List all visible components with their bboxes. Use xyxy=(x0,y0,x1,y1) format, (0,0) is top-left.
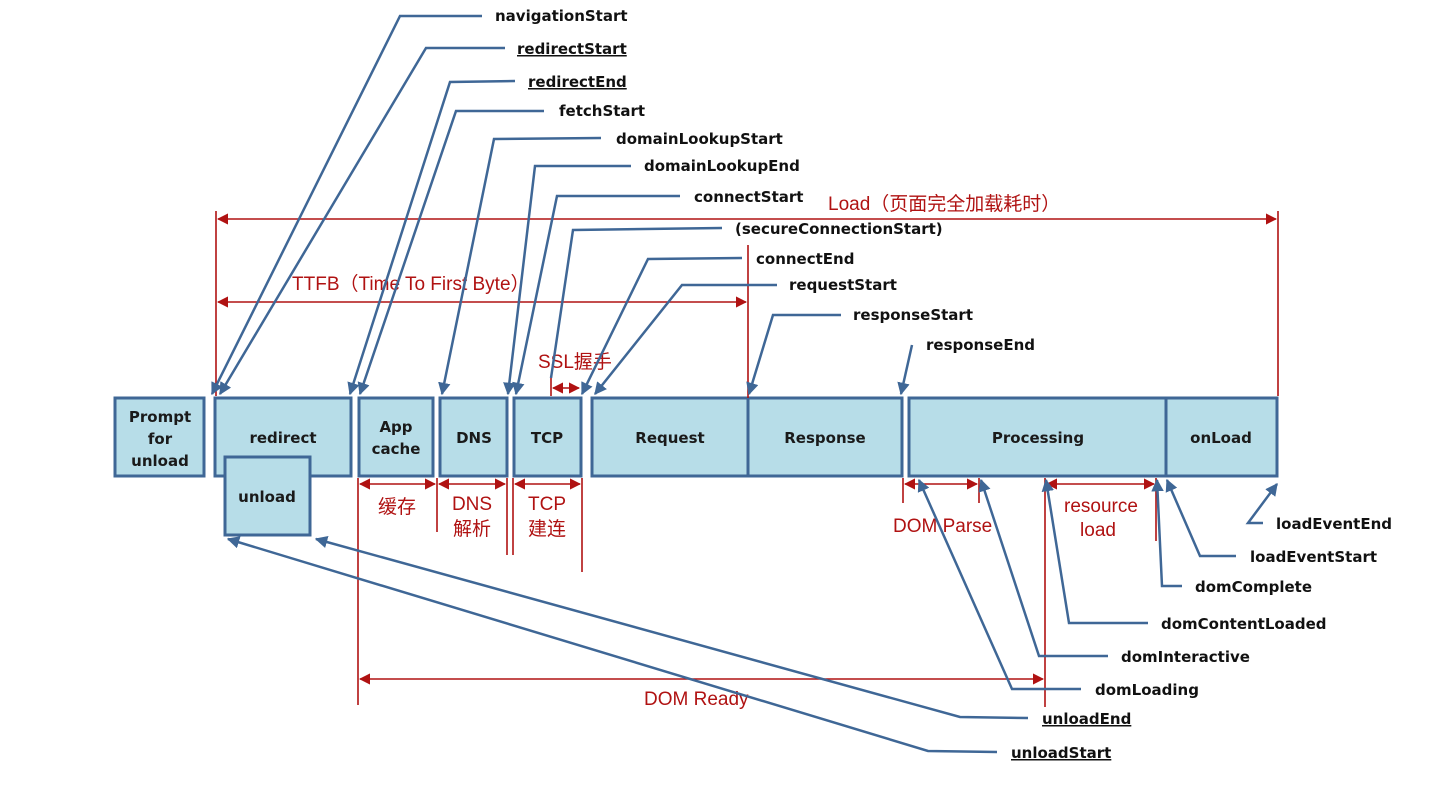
leader-connectStart xyxy=(512,194,680,396)
event-requestStart: requestStart xyxy=(789,276,897,294)
leader-responseStart xyxy=(746,313,841,396)
phase-label: onLoad xyxy=(1190,429,1252,447)
phase-dns: DNS xyxy=(438,396,509,478)
phase-label: TCP xyxy=(531,429,563,447)
phase-label: Response xyxy=(784,429,865,447)
leader-redirectStart xyxy=(218,46,505,396)
phase-processing: Processing xyxy=(907,396,1168,478)
event-loadEventStart: loadEventStart xyxy=(1250,548,1377,566)
leader-unloadEnd xyxy=(314,535,1029,720)
span-resource-load-label: resource xyxy=(1064,496,1138,517)
span-dom-parse-label: DOM Parse xyxy=(893,516,992,537)
leader-domainLookupEnd xyxy=(503,164,631,396)
event-domainLookupEnd: domainLookupEnd xyxy=(644,157,800,175)
leader-secureConnectionStart xyxy=(549,226,723,379)
phase-label: unload xyxy=(131,452,189,470)
event-domainLookupStart: domainLookupStart xyxy=(616,130,783,148)
span-dom-parse: DOM Parse xyxy=(893,478,992,537)
event-responseStart: responseStart xyxy=(853,306,973,324)
span-dom-ready: DOM Ready xyxy=(358,673,1045,710)
event-unloadEnd: unloadEnd xyxy=(1042,710,1131,728)
event-unloadStart: unloadStart xyxy=(1011,744,1111,762)
leader-redirectEnd xyxy=(347,79,516,396)
phase-label: cache xyxy=(372,440,421,458)
event-connectStart: connectStart xyxy=(694,188,803,206)
event-loadEventEnd: loadEventEnd xyxy=(1276,515,1392,533)
event-domComplete: domComplete xyxy=(1195,578,1312,596)
phase-tcp: TCP xyxy=(512,396,583,478)
event-connectEnd: connectEnd xyxy=(756,250,854,268)
phase-app-cache: App cache xyxy=(357,396,435,478)
leader-requestStart xyxy=(594,283,777,395)
leader-domInteractive xyxy=(978,478,1108,658)
phase-label: redirect xyxy=(249,429,316,447)
phase-prompt-for-unload: Prompt for unload xyxy=(113,396,206,478)
event-fetchStart: fetchStart xyxy=(559,102,645,120)
leader-navigationStart xyxy=(210,14,482,396)
event-domLoading: domLoading xyxy=(1095,681,1199,699)
span-ttfb: TTFB（Time To First Byte） xyxy=(216,245,749,398)
span-ssl-label: SSL握手 xyxy=(538,351,612,373)
leader-responseEnd xyxy=(897,344,914,396)
span-dom-ready-label: DOM Ready xyxy=(644,689,749,710)
event-domInteractive: domInteractive xyxy=(1121,648,1250,666)
span-resource-load: resource load xyxy=(1044,478,1157,707)
span-dns: DNS 解析 xyxy=(437,478,508,555)
span-ttfb-label: TTFB（Time To First Byte） xyxy=(292,273,530,295)
span-resource-load-label: load xyxy=(1080,520,1116,541)
phase-label: Processing xyxy=(992,429,1084,447)
event-responseEnd: responseEnd xyxy=(926,336,1035,354)
leader-connectEnd xyxy=(580,256,743,396)
phase-label: DNS xyxy=(456,429,492,447)
phase-label: App xyxy=(379,418,412,436)
event-domContentLoaded: domContentLoaded xyxy=(1161,615,1327,633)
span-tcp: TCP 建连 xyxy=(512,478,583,572)
span-tcp-label: 建连 xyxy=(528,518,566,540)
span-tcp-label: TCP xyxy=(528,494,566,515)
phase-request: Request xyxy=(590,396,750,478)
leader-unloadStart xyxy=(226,536,998,754)
leader-domLoading xyxy=(917,478,1081,691)
leader-domContentLoaded xyxy=(1041,478,1148,625)
event-navigationStart: navigationStart xyxy=(495,7,628,25)
span-cache-label: 缓存 xyxy=(378,496,416,518)
span-dns-label: DNS xyxy=(452,494,492,515)
leader-domComplete xyxy=(1151,478,1182,588)
phase-onload: onLoad xyxy=(1164,396,1279,478)
span-ssl: SSL握手 xyxy=(538,351,612,396)
leader-lines xyxy=(210,14,1279,754)
event-redirectEnd: redirectEnd xyxy=(528,73,627,91)
event-redirectStart: redirectStart xyxy=(517,40,627,58)
phase-label: unload xyxy=(238,488,296,506)
phase-label: Prompt xyxy=(129,408,191,426)
span-dns-label: 解析 xyxy=(453,518,491,540)
phase-label: Request xyxy=(635,429,704,447)
leader-loadEventStart xyxy=(1165,478,1236,558)
span-load: Load（页面完全加载耗时） xyxy=(215,193,1279,396)
phase-unload: unload xyxy=(223,455,312,537)
phase-response: Response xyxy=(746,396,904,478)
event-secureConnectionStart: (secureConnectionStart) xyxy=(735,220,943,238)
leader-domainLookupStart xyxy=(438,136,602,396)
span-cache: 缓存 xyxy=(357,478,438,705)
leader-loadEventEnd xyxy=(1245,482,1279,525)
span-load-label: Load（页面完全加载耗时） xyxy=(828,193,1060,215)
leader-fetchStart xyxy=(357,109,544,396)
event-labels: navigationStart redirectStart redirectEn… xyxy=(495,7,1392,762)
phase-label: for xyxy=(148,430,173,448)
